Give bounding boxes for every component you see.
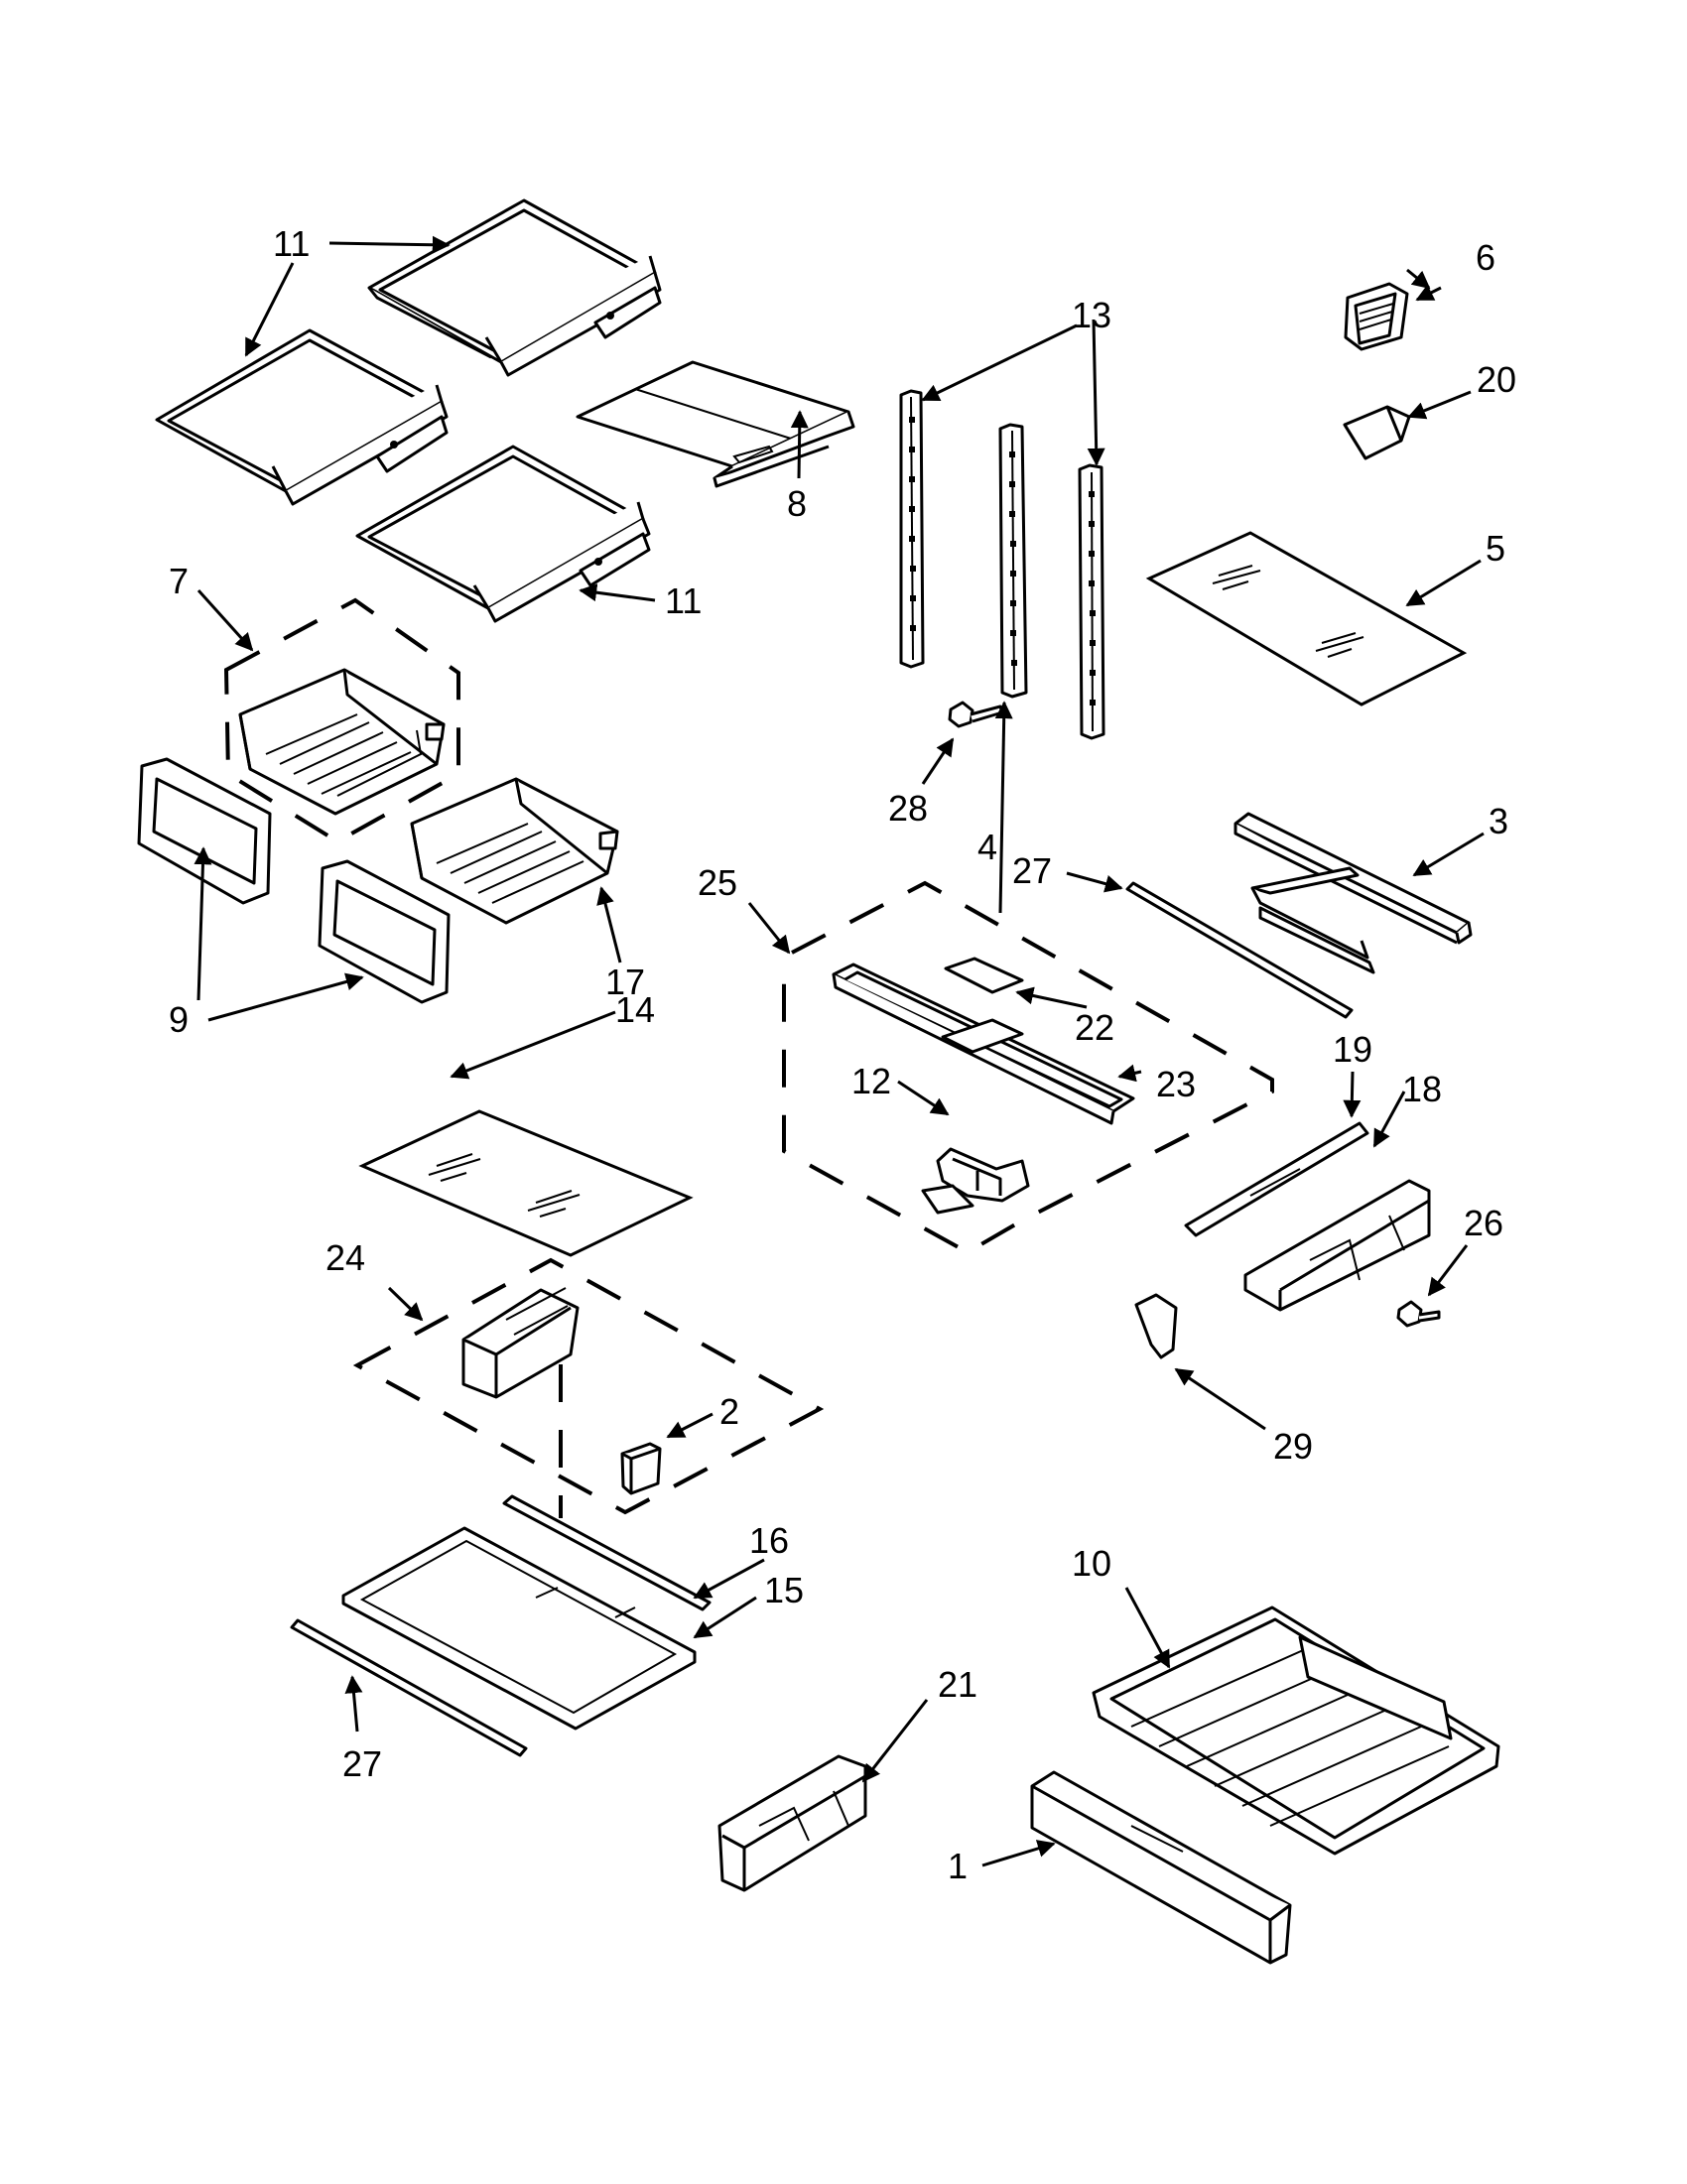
callout-6: 6: [1476, 237, 1495, 278]
damper-24: [461, 1287, 580, 1399]
callout-28: 28: [888, 788, 928, 829]
group-24-outline: [352, 1257, 825, 1518]
cover-6: [1344, 282, 1409, 351]
callout-21: 21: [938, 1664, 977, 1705]
callout-19: 19: [1333, 1029, 1372, 1070]
drawer-front-9-upper: [137, 757, 272, 905]
callout-27-upper: 27: [1012, 850, 1052, 891]
callout-25: 25: [698, 862, 737, 903]
drawer-front-9-lower: [318, 859, 451, 1004]
leader-lines: [194, 235, 1485, 1867]
callout-23: 23: [1156, 1064, 1196, 1104]
callout-24: 24: [325, 1237, 365, 1278]
rail-27-lower: [290, 1618, 528, 1757]
callout-numbers: 11 11 8 13 6 20 5 3 7 9 17 14 28 4 27 25…: [169, 223, 1516, 1886]
ladder-13-4-middle: [998, 423, 1028, 699]
crisper-17: [410, 777, 619, 925]
callout-15: 15: [764, 1570, 804, 1610]
pan-front-1: [1030, 1770, 1292, 1965]
rail-27-upper: [1125, 881, 1354, 1019]
callout-3: 3: [1489, 801, 1508, 841]
ladder-13-right: [1078, 463, 1105, 740]
callout-29: 29: [1273, 1426, 1313, 1467]
bracket-18: [1243, 1179, 1431, 1312]
light-housing-23: [832, 963, 1135, 1125]
callout-8: 8: [787, 483, 807, 524]
callout-9: 9: [169, 999, 189, 1040]
cover-15: [341, 1526, 697, 1731]
callout-17: 17: [605, 962, 645, 1002]
callout-22: 22: [1075, 1007, 1114, 1048]
shelf-8: [576, 360, 855, 488]
rail-16: [502, 1494, 712, 1611]
callout-27-lower: 27: [342, 1743, 382, 1784]
callout-16: 16: [749, 1520, 789, 1561]
lens-22: [944, 957, 1024, 994]
group-7-outline: [223, 597, 460, 844]
shelf-frame-3: [1233, 812, 1473, 974]
shelf-11-top: [367, 198, 662, 377]
ladder-holes: [909, 417, 1096, 706]
bracket-21: [717, 1754, 867, 1892]
slide-19: [1184, 1121, 1369, 1237]
screw-28: [948, 701, 1004, 728]
shelf-11-bottom: [355, 445, 651, 623]
callout-1: 1: [948, 1846, 968, 1886]
glass-shelf-14: [358, 1109, 694, 1257]
callout-26: 26: [1464, 1203, 1503, 1243]
callout-7: 7: [169, 561, 189, 601]
callout-20: 20: [1477, 359, 1516, 400]
cap-29: [1134, 1293, 1178, 1359]
crisper-7: [238, 668, 446, 816]
callout-14: 14: [615, 989, 655, 1030]
callout-13: 13: [1072, 295, 1111, 335]
callout-18: 18: [1402, 1069, 1442, 1109]
cover-20: [1343, 405, 1411, 460]
callout-10: 10: [1072, 1543, 1111, 1584]
callout-4: 4: [977, 827, 997, 867]
ladder-13-left: [899, 389, 925, 669]
screw-26: [1396, 1300, 1441, 1328]
pan-10: [1092, 1606, 1500, 1856]
cover-2: [620, 1442, 662, 1495]
shelf-11-middle: [155, 328, 449, 506]
callout-12: 12: [851, 1061, 891, 1101]
glass-shelf-5: [1145, 531, 1468, 707]
control-12: [921, 1147, 1030, 1215]
group-25-outline: [782, 880, 1274, 1255]
callout-11-top: 11: [273, 223, 310, 264]
callout-2: 2: [719, 1391, 739, 1432]
callout-5: 5: [1486, 528, 1505, 569]
callout-11-bottom: 11: [665, 580, 702, 621]
